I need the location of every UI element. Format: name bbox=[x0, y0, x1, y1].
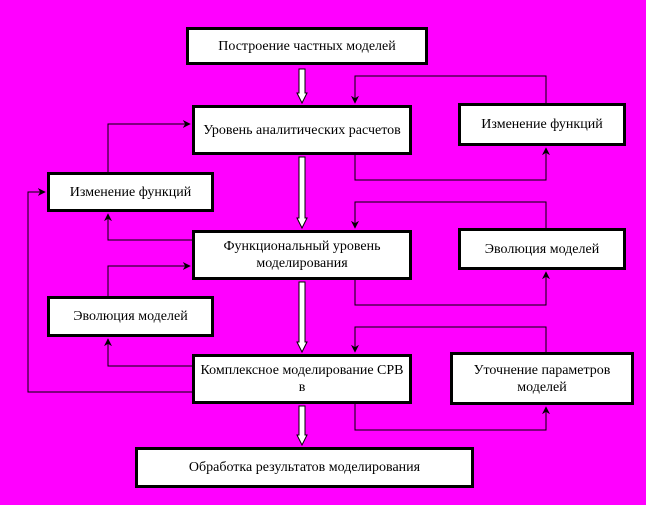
loop-functional-evol-right bbox=[354, 271, 550, 306]
model-evolution-left-box: Эволюция моделей bbox=[47, 296, 214, 337]
complex-modeling-box: Комплексное моделирование СРВ в bbox=[192, 354, 412, 404]
arrow-analytic-to-functional bbox=[296, 156, 308, 230]
process-results-box: Обработка результатов моделирования bbox=[135, 447, 474, 488]
build-partial-models-label: Построение частных моделей bbox=[218, 38, 396, 54]
feedback-loops bbox=[27, 75, 550, 431]
arrow-build-to-analytic bbox=[296, 68, 308, 105]
loop-evol-right-return bbox=[351, 201, 547, 229]
build-partial-models-box: Построение частных моделей bbox=[186, 27, 428, 65]
loop-refine-return bbox=[351, 326, 547, 353]
loop-change-left-to-analytic bbox=[107, 120, 191, 172]
loop-analytic-change-right bbox=[354, 147, 550, 181]
arrow-complex-to-results bbox=[296, 405, 308, 447]
model-evolution-right-label: Эволюция моделей bbox=[484, 241, 600, 257]
functional-level-box: Функциональный уровень моделирования bbox=[192, 230, 412, 280]
loop-complex-to-evol-left bbox=[104, 338, 192, 367]
main-flow-arrows bbox=[296, 68, 308, 447]
loop-complex-refine bbox=[354, 404, 550, 431]
change-functions-right-label: Изменение функций bbox=[481, 117, 603, 132]
change-functions-left-box: Изменение функций bbox=[47, 172, 214, 212]
model-evolution-left-label: Эволюция моделей bbox=[73, 309, 188, 324]
model-evolution-right-box: Эволюция моделей bbox=[458, 228, 626, 270]
refine-parameters-label: Уточнение параметров моделей bbox=[473, 362, 611, 395]
refine-parameters-box: Уточнение параметров моделей bbox=[450, 352, 634, 405]
functional-level-label: Функциональный уровень моделирования bbox=[223, 239, 381, 271]
loop-complex-to-change-left-outer bbox=[27, 188, 192, 393]
loop-functional-to-change-left bbox=[104, 213, 192, 241]
change-functions-right-box: Изменение функций bbox=[458, 103, 626, 146]
change-functions-left-label: Изменение функций bbox=[69, 184, 192, 200]
loop-change-right-return bbox=[351, 75, 547, 104]
analytic-level-box: Уровень аналитических расчетов bbox=[192, 105, 412, 155]
arrow-functional-to-complex bbox=[296, 281, 308, 354]
process-results-label: Обработка результатов моделирования bbox=[188, 460, 421, 475]
loop-evol-left-to-functional bbox=[107, 262, 191, 296]
complex-modeling-label: Комплексное моделирование СРВ в bbox=[200, 363, 404, 395]
analytic-level-label: Уровень аналитических расчетов bbox=[203, 122, 401, 138]
